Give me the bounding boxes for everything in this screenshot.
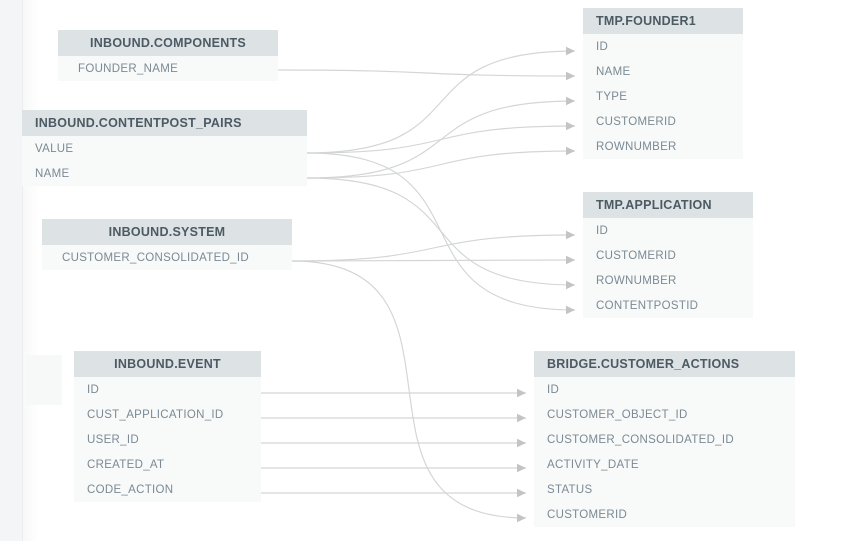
source-table-inbound-contentpost-pairs[interactable]: INBOUND.CONTENTPOST_PAIRS VALUE NAME — [22, 110, 307, 186]
edge-arrowhead-icon — [517, 488, 526, 498]
table-field-activity-date[interactable]: ACTIVITY_DATE — [547, 458, 639, 471]
table-field-rownumber[interactable]: ROWNUMBER — [596, 140, 677, 153]
table-field-id[interactable]: ID — [596, 224, 609, 237]
edge-arrowhead-icon — [566, 46, 575, 56]
edge-arrowhead-icon — [517, 438, 526, 448]
edge-arrowhead-icon — [566, 305, 575, 315]
lineage-edge — [291, 259, 576, 262]
left-gutter-shading — [23, 0, 39, 541]
lineage-edge — [306, 150, 576, 179]
table-field-code-action[interactable]: CODE_ACTION — [87, 483, 174, 496]
table-title[interactable]: INBOUND.SYSTEM — [42, 219, 292, 245]
table-field-customer-consolidated-id[interactable]: CUSTOMER_CONSOLIDATED_ID — [62, 251, 249, 264]
lineage-edge — [306, 152, 576, 311]
edge-arrowhead-icon — [566, 255, 575, 265]
table-field-list: ID CUSTOMERID ROWNUMBER CONTENTPOSTID — [583, 218, 753, 318]
source-table-inbound-event[interactable]: INBOUND.EVENT ID CUST_APPLICATION_ID USER_I… — [74, 351, 261, 502]
lineage-edge — [291, 234, 576, 262]
table-field-list: VALUE NAME — [22, 136, 307, 186]
edge-arrowhead-icon — [517, 388, 526, 398]
lineage-edge — [306, 100, 576, 179]
table-field-list: ID CUST_APPLICATION_ID USER_ID CREATED_AT CO… — [74, 377, 261, 502]
table-field-founder-name[interactable]: FOUNDER_NAME — [78, 62, 179, 75]
edge-arrowhead-icon — [517, 413, 526, 423]
table-field-name[interactable]: NAME — [35, 167, 70, 180]
table-field-rownumber[interactable]: ROWNUMBER — [596, 274, 677, 287]
source-table-inbound-components[interactable]: INBOUND.COMPONENTS FOUNDER_NAME — [58, 30, 278, 81]
lineage-edge — [306, 125, 576, 154]
table-field-created-at[interactable]: CREATED_AT — [87, 458, 165, 471]
table-field-list: ID CUSTOMER_OBJECT_ID CUSTOMER_CONSOLIDATE… — [534, 377, 795, 527]
table-field-customerid[interactable]: CUSTOMERID — [547, 508, 628, 521]
table-field-type[interactable]: TYPE — [596, 90, 628, 103]
table-field-id[interactable]: ID — [87, 383, 100, 396]
table-title[interactable]: BRIDGE.CUSTOMER_ACTIONS — [534, 351, 795, 377]
edge-arrowhead-icon — [566, 96, 575, 106]
lineage-edge — [306, 50, 576, 154]
edge-arrowhead-icon — [566, 121, 575, 131]
table-field-list: FOUNDER_NAME — [58, 56, 278, 81]
placeholder-box — [26, 355, 62, 405]
table-title[interactable]: INBOUND.CONTENTPOST_PAIRS — [22, 110, 307, 136]
table-field-customer-consolidated-id[interactable]: CUSTOMER_CONSOLIDATED_ID — [547, 433, 734, 446]
edge-arrowhead-icon — [566, 230, 575, 240]
table-field-list: CUSTOMER_CONSOLIDATED_ID — [42, 245, 292, 270]
edge-arrowhead-icon — [566, 71, 575, 81]
edge-arrowhead-icon — [517, 513, 526, 523]
table-field-contentpostid[interactable]: CONTENTPOSTID — [596, 299, 699, 312]
table-field-list: ID NAME TYPE CUSTOMERID ROWNUMBER — [583, 34, 743, 159]
lineage-edge — [277, 69, 576, 77]
lineage-edge — [291, 260, 527, 519]
left-gutter-panel — [0, 0, 22, 541]
edge-arrowhead-icon — [566, 280, 575, 290]
edge-arrowhead-icon — [517, 463, 526, 473]
table-title[interactable]: INBOUND.COMPONENTS — [58, 30, 278, 56]
table-field-customer-object-id[interactable]: CUSTOMER_OBJECT_ID — [547, 408, 688, 421]
table-field-value[interactable]: VALUE — [35, 142, 74, 155]
table-field-name[interactable]: NAME — [596, 65, 631, 78]
table-field-customerid[interactable]: CUSTOMERID — [596, 115, 677, 128]
target-table-bridge-customer-actions[interactable]: BRIDGE.CUSTOMER_ACTIONS ID CUSTOMER_OBJECT… — [534, 351, 795, 527]
table-field-user-id[interactable]: USER_ID — [87, 433, 139, 446]
table-title[interactable]: INBOUND.EVENT — [74, 351, 261, 377]
table-field-id[interactable]: ID — [596, 40, 609, 53]
table-title[interactable]: TMP.FOUNDER1 — [583, 8, 743, 34]
table-field-cust-application-id[interactable]: CUST_APPLICATION_ID — [87, 408, 224, 421]
target-table-tmp-application[interactable]: TMP.APPLICATION ID CUSTOMERID ROWNUMBER CONT… — [583, 192, 753, 318]
table-field-customerid[interactable]: CUSTOMERID — [596, 249, 677, 262]
table-field-status[interactable]: STATUS — [547, 483, 593, 496]
table-title[interactable]: TMP.APPLICATION — [583, 192, 753, 218]
source-table-inbound-system[interactable]: INBOUND.SYSTEM CUSTOMER_CONSOLIDATED_ID — [42, 219, 292, 270]
lineage-edge — [306, 177, 576, 286]
edge-arrowhead-icon — [566, 146, 575, 156]
left-gutter-divider — [22, 0, 23, 541]
table-field-id[interactable]: ID — [547, 383, 560, 396]
